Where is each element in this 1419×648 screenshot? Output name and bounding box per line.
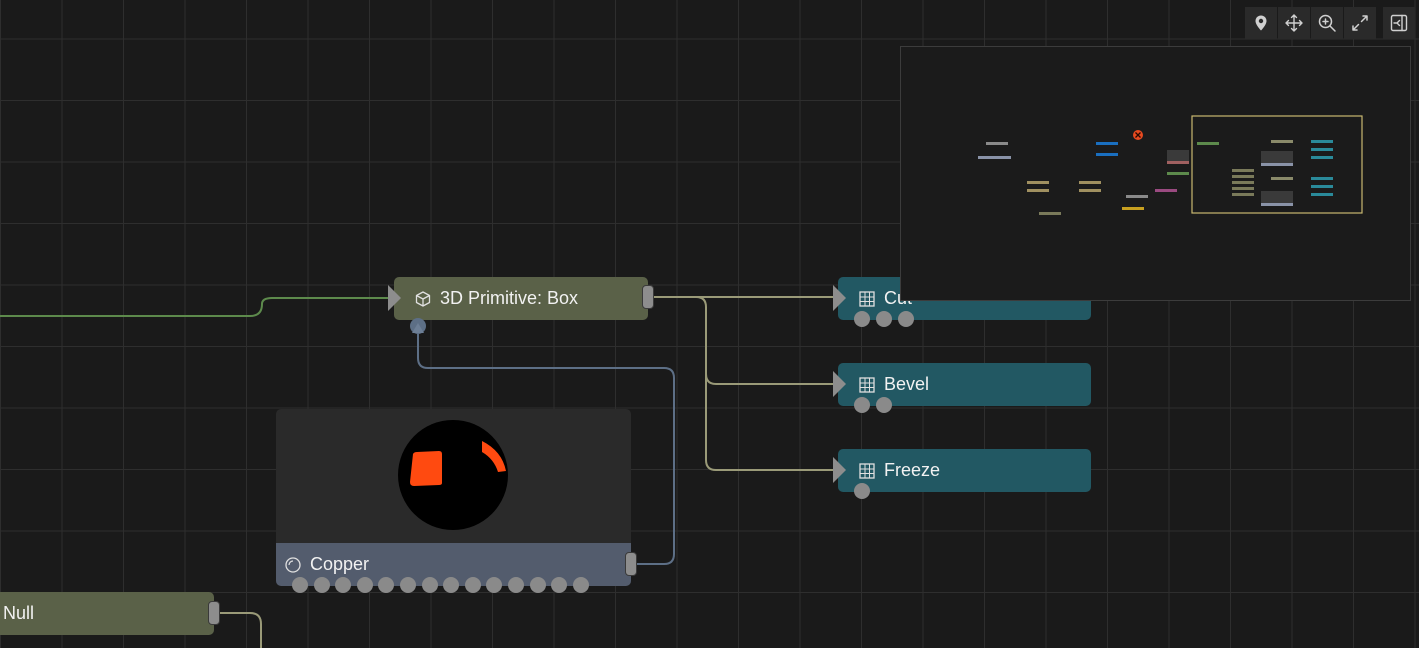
copper-param-port[interactable] — [292, 577, 308, 593]
copper-output-port[interactable] — [625, 552, 637, 576]
wire-box-to-bevel — [652, 296, 836, 385]
node-label: Bevel — [884, 374, 930, 394]
bevel-param-port[interactable] — [876, 397, 892, 413]
locate-pin-icon — [1255, 15, 1267, 31]
node-null[interactable]: Null — [0, 592, 214, 635]
material-sphere-icon — [285, 556, 301, 573]
copper-param-port[interactable] — [378, 577, 395, 593]
pan-button[interactable] — [1278, 7, 1310, 39]
node-freeze[interactable]: Freeze — [838, 449, 1091, 492]
grid-box-icon — [859, 290, 875, 307]
node-copper[interactable]: Copper — [276, 543, 631, 586]
wire-null-out — [218, 612, 262, 648]
node-label: Copper — [310, 554, 370, 574]
copper-material-preview — [276, 409, 631, 544]
freeze-input-port[interactable] — [833, 457, 846, 483]
zoom-in-icon — [1318, 14, 1336, 32]
locate-button[interactable] — [1245, 7, 1277, 39]
wire-box-to-freeze — [705, 370, 836, 471]
wire-input-to-box — [0, 297, 392, 317]
node-bevel[interactable]: Bevel — [838, 363, 1091, 406]
freeze-param-port[interactable] — [854, 483, 870, 499]
copper-param-port[interactable] — [486, 577, 503, 593]
cube-icon — [415, 290, 431, 307]
copper-param-port[interactable] — [551, 577, 568, 593]
copper-param-port[interactable] — [443, 577, 460, 593]
pan-arrows-icon — [1285, 14, 1303, 32]
node-label: Freeze — [884, 460, 941, 480]
node-label: Null — [3, 603, 35, 623]
minimap[interactable] — [900, 46, 1411, 301]
zoom-in-button[interactable] — [1311, 7, 1343, 39]
bevel-input-port[interactable] — [833, 371, 846, 397]
copper-param-port[interactable] — [572, 577, 589, 593]
minimap-viewport — [1191, 115, 1363, 214]
cut-input-port[interactable] — [833, 285, 846, 311]
cut-param-port[interactable] — [854, 311, 870, 327]
toggle-panel-icon — [1390, 14, 1408, 32]
box-material-port-arrow — [412, 323, 424, 333]
copper-param-port[interactable] — [400, 577, 416, 593]
material-preview-sphere — [398, 420, 508, 530]
box-input-port[interactable] — [388, 285, 401, 311]
bevel-param-port[interactable] — [854, 397, 870, 413]
copper-param-port[interactable] — [356, 577, 373, 593]
node-label: 3D Primitive: Box — [440, 288, 579, 308]
grid-box-icon — [859, 376, 875, 393]
fit-view-icon — [1352, 15, 1368, 31]
cut-param-port[interactable] — [876, 311, 892, 327]
copper-param-port[interactable] — [529, 577, 546, 593]
null-output-port[interactable] — [208, 601, 220, 625]
canvas-toolbar — [1245, 7, 1415, 39]
cut-param-port[interactable] — [898, 311, 914, 327]
copper-param-port[interactable] — [508, 577, 524, 593]
box-output-port[interactable] — [642, 285, 654, 309]
node-3d-primitive-box[interactable]: 3D Primitive: Box — [394, 277, 648, 320]
copper-param-port[interactable] — [313, 577, 330, 593]
copper-param-port[interactable] — [335, 577, 352, 593]
minimap-canvas — [978, 115, 1363, 215]
copper-param-port[interactable] — [421, 577, 438, 593]
grid-box-icon — [859, 462, 875, 479]
copper-param-port[interactable] — [464, 577, 481, 593]
toggle-panel-button[interactable] — [1383, 7, 1415, 39]
fit-view-button[interactable] — [1344, 7, 1376, 39]
